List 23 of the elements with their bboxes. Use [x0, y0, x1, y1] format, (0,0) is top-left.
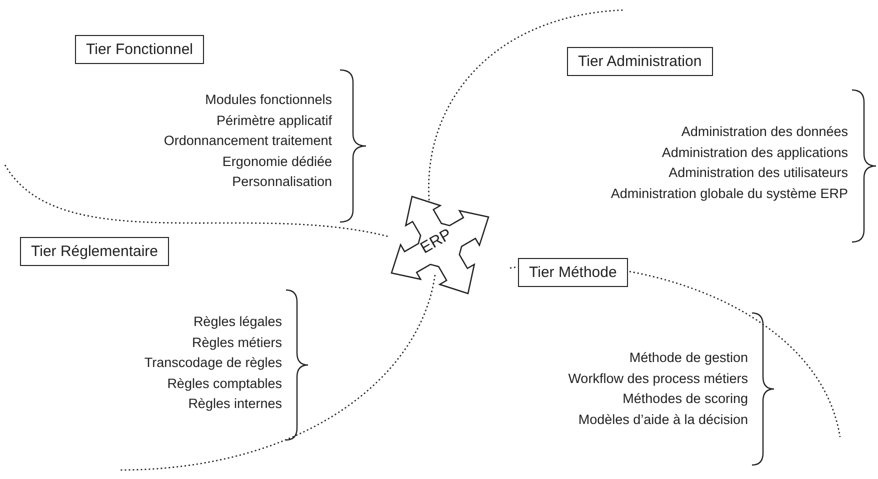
node-label: ERP: [418, 226, 456, 258]
tier-box: Tier Méthode: [518, 258, 628, 287]
list-item: Modules fonctionnels: [205, 92, 332, 107]
list-item: Administration des applications: [662, 144, 848, 160]
list-item: Transcodage de règles: [144, 355, 282, 370]
list-item: Personnalisation: [232, 174, 332, 189]
list-item: Administration globale du système ERP: [610, 186, 848, 200]
list-item: Administration des utilisateurs: [668, 165, 848, 180]
list-item: Modèles d’aide à la décision: [578, 412, 748, 426]
tier-box: Tier Administration: [567, 47, 713, 76]
tier-box: Tier Réglementaire: [20, 237, 169, 266]
list-item: Règles légales: [193, 314, 282, 329]
list-item: Règles internes: [188, 396, 282, 411]
list-item: Méthode de gestion: [629, 350, 748, 365]
list-item: Règles métiers: [192, 334, 282, 350]
list-item: Périmètre applicatif: [216, 112, 332, 128]
tier-box: Tier Fonctionnel: [75, 35, 204, 64]
list-item: Méthodes de scoring: [622, 391, 748, 406]
list-item: Workflow des process métiers: [568, 370, 748, 386]
list-item: Règles comptables: [167, 376, 282, 390]
list-item: Ordonnancement traitement: [164, 133, 332, 148]
list-item: Administration des données: [681, 124, 848, 139]
list-item: Ergonomie dédiée: [222, 154, 332, 168]
